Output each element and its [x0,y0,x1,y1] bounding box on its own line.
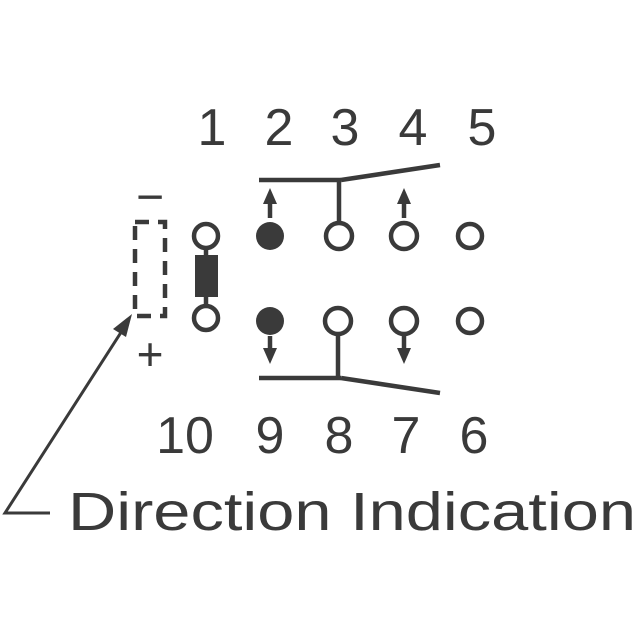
caption-leader-line [2,322,129,515]
minus-sign: − [136,171,164,224]
pin-1 [191,221,221,251]
pin-label-7: 7 [392,407,421,465]
plus-sign: + [137,328,164,380]
pin-7 [388,305,420,337]
coil [195,255,218,297]
pin-label-2: 2 [265,99,294,157]
top-pin2-arrow-icon [263,188,277,204]
pin-10 [191,303,221,333]
pin-4 [388,220,420,252]
pin-label-3: 3 [331,99,360,157]
bottom-pin9-arrow-icon [263,348,277,364]
pin-label-6: 6 [460,407,489,465]
pin-label-9: 9 [256,407,285,465]
pin-9 [256,307,284,335]
top-pin4-arrow-icon [397,188,411,204]
pin-6 [455,306,485,336]
pin-8 [322,305,354,337]
pin-label-5: 5 [468,99,497,157]
pin-3 [323,220,355,252]
caption-direction-indication: Direction Indication [68,482,636,542]
pin-label-4: 4 [399,99,428,157]
bottom-switch-arm [340,375,441,396]
pin-5 [455,221,485,251]
caption-leader-arrow-icon [113,314,132,337]
top-switch-arm [340,162,441,183]
pin-label-10: 10 [156,407,214,465]
bottom-pin7-arrow-icon [397,348,411,364]
pin-label-8: 8 [325,407,354,465]
pin-label-1: 1 [198,99,227,157]
pin-2 [256,222,284,250]
direction-indicator-box [132,219,168,319]
